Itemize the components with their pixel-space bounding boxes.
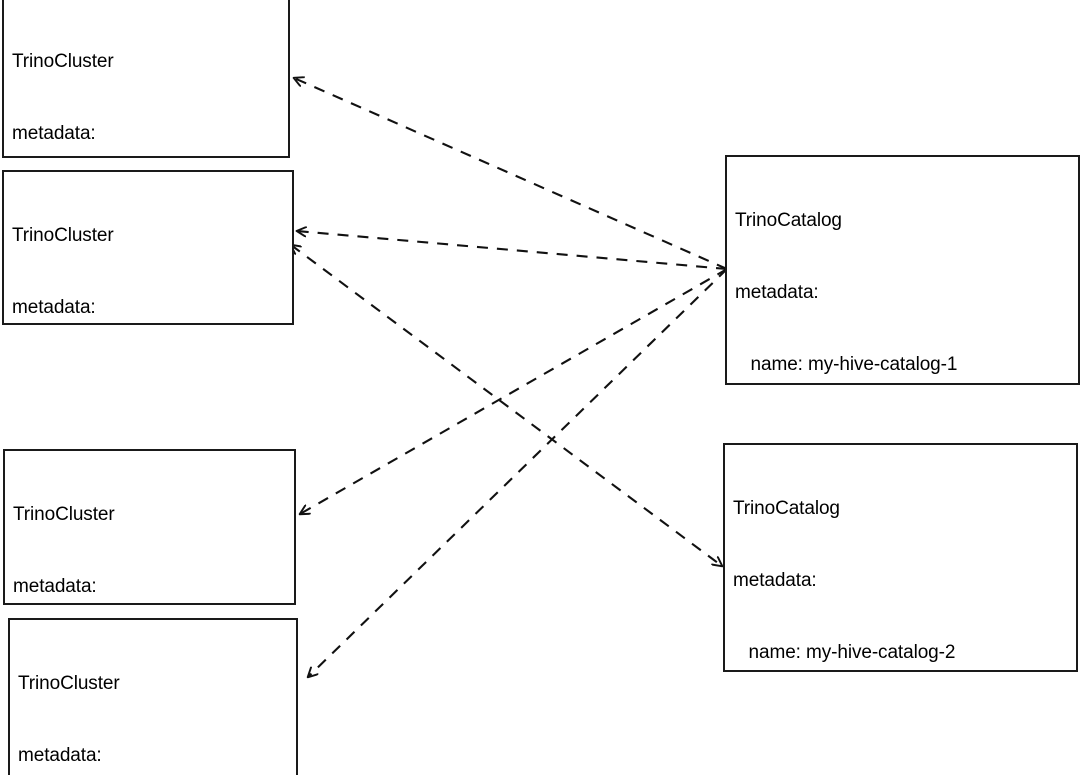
node-line-kind: TrinoCluster: [12, 51, 114, 72]
node-trinocluster-my-trino-blue[interactable]: TrinoCluster metadata: name: my-trino-bl…: [3, 449, 296, 605]
node-line-kind: TrinoCatalog: [735, 210, 842, 231]
node-line-kind: TrinoCluster: [13, 504, 115, 525]
edge-catalog1-to-my-trino-blue: [300, 268, 728, 514]
node-line-kind: TrinoCluster: [12, 225, 114, 246]
node-line-name: name: my-hive-catalog-1: [735, 354, 958, 375]
node-trinocluster-my-trino-2[interactable]: TrinoCluster metadata: name: my-trino-2 …: [2, 170, 294, 325]
node-line-metadata: metadata:: [18, 745, 102, 766]
node-line-metadata: metadata:: [12, 297, 96, 318]
node-trinocatalog-my-hive-catalog-2[interactable]: TrinoCatalog metadata: name: my-hive-cat…: [723, 443, 1078, 672]
edge-catalog1-to-my-trino-2: [297, 231, 728, 271]
node-trinocluster-my-trino-green[interactable]: TrinoCluster metadata: name: my-trino-gr…: [8, 618, 298, 775]
node-line-kind: TrinoCluster: [18, 673, 120, 694]
node-line-name: name: my-hive-catalog-2: [733, 642, 956, 663]
node-trinocluster-my-trino[interactable]: TrinoCluster metadata: name: my-trino ca…: [2, 0, 290, 158]
node-line-metadata: metadata:: [733, 570, 817, 591]
node-trinocatalog-my-hive-catalog-1[interactable]: TrinoCatalog metadata: name: my-hive-cat…: [725, 155, 1080, 385]
edge-catalog1-to-my-trino: [294, 78, 728, 270]
edge-catalog2-to-my-trino-2: [291, 245, 722, 566]
node-line-kind: TrinoCatalog: [733, 498, 840, 519]
node-line-metadata: metadata:: [13, 576, 97, 597]
node-line-metadata: metadata:: [12, 123, 96, 144]
node-line-metadata: metadata:: [735, 282, 819, 303]
edge-catalog1-to-my-trino-green: [308, 268, 728, 677]
